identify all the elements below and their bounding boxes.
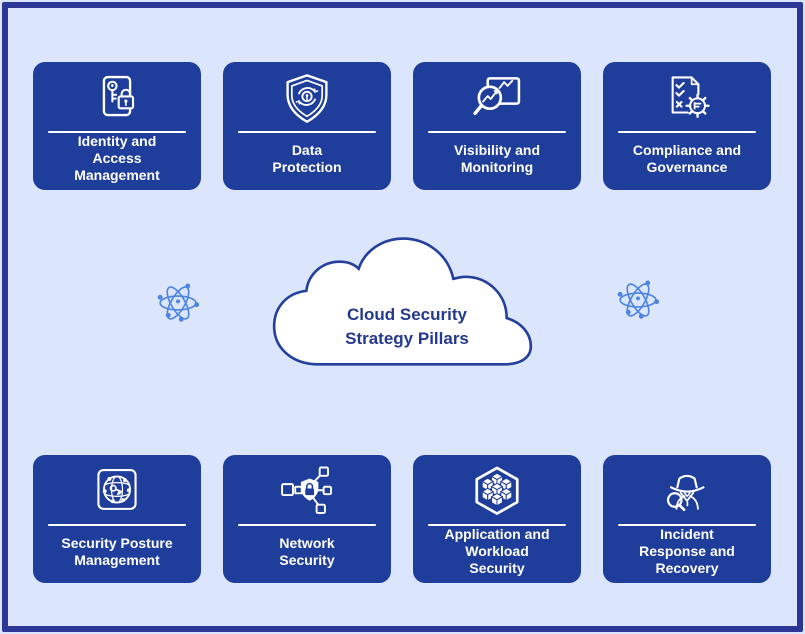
card-divider xyxy=(48,131,186,133)
pillar-label: Visibility and Monitoring xyxy=(453,141,541,175)
pillar-card-incident-response: Incident Response and Recovery xyxy=(603,455,771,583)
incident-response-detective-icon xyxy=(660,462,714,522)
pillar-card-network-security: Network Security xyxy=(223,455,391,583)
pillar-card-visibility-monitoring: Visibility and Monitoring xyxy=(413,62,581,190)
pillar-label: Data Protection xyxy=(272,141,342,175)
card-divider xyxy=(618,131,756,133)
pillar-label: Compliance and Governance xyxy=(632,141,742,175)
pillar-label: Identity and Access Management xyxy=(74,133,160,183)
pillar-label: Network Security xyxy=(279,534,335,568)
card-divider xyxy=(428,524,566,526)
pillar-card-identity-access: Identity and Access Management xyxy=(33,62,201,190)
pillar-card-application-workload: Application and Workload Security xyxy=(413,455,581,583)
pillar-label: Incident Response and Recovery xyxy=(639,526,735,576)
data-protection-shield-icon xyxy=(280,69,334,129)
cloud-title: Cloud Security Strategy Pillars xyxy=(345,305,469,348)
application-workload-cubes-icon xyxy=(470,462,524,522)
card-divider xyxy=(48,524,186,526)
card-divider xyxy=(238,131,376,133)
pillar-label: Application and Workload Security xyxy=(444,526,550,576)
network-security-icon xyxy=(279,462,335,522)
pillar-card-security-posture: Security Posture Management xyxy=(33,455,201,583)
top-pillar-row: Identity and Access Management Data Prot… xyxy=(33,62,773,190)
identity-access-icon xyxy=(90,69,144,129)
cloud-shape: Cloud Security Strategy Pillars xyxy=(256,233,558,385)
card-divider xyxy=(428,131,566,133)
card-divider xyxy=(618,524,756,526)
card-divider xyxy=(238,524,376,526)
pillar-label: Security Posture Management xyxy=(61,534,173,568)
monitoring-magnifier-icon xyxy=(469,69,525,129)
atom-icon xyxy=(157,283,200,322)
atom-icon xyxy=(617,280,660,319)
bottom-pillar-row: Security Posture Management xyxy=(33,455,773,583)
security-posture-globe-icon xyxy=(90,462,144,522)
compliance-checklist-gear-icon xyxy=(660,69,714,129)
pillar-card-data-protection: Data Protection xyxy=(223,62,391,190)
pillar-card-compliance-governance: Compliance and Governance xyxy=(603,62,771,190)
